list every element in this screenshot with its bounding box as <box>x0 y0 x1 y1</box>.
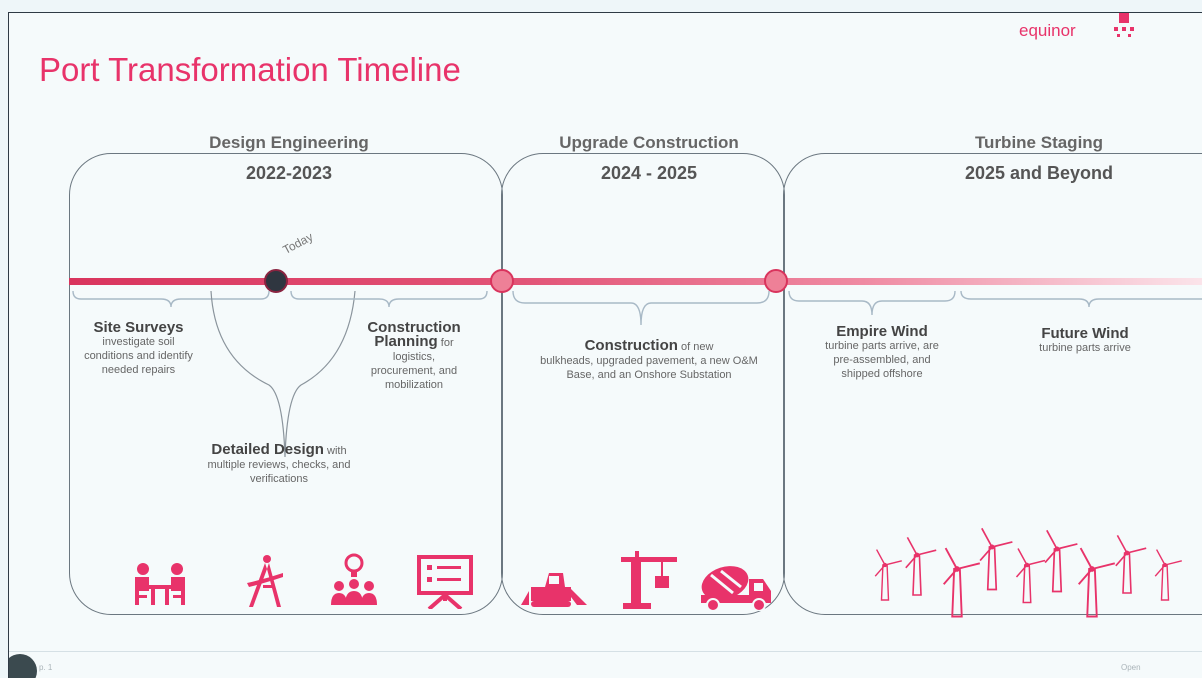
construction-planning-bracket <box>290 290 488 308</box>
equinor-logo-text: equinor <box>1019 21 1076 40</box>
footer-page-number: p. 1 <box>39 663 53 672</box>
slide: equinor Port Transformation Timeline Des… <box>8 12 1202 678</box>
detailed-design-bracket <box>210 290 356 458</box>
task-construction-planning-text: logistics, procurement, and mobilization <box>370 351 458 391</box>
team-idea-icon <box>331 553 377 605</box>
today-marker <box>264 269 288 293</box>
drafting-compass-icon <box>247 555 283 607</box>
task-site-surveys-title: Site Surveys <box>93 319 184 336</box>
bulldozer-icon <box>521 573 587 607</box>
phase-years-turbine-staging: 2025 and Beyond <box>964 163 1114 183</box>
task-future-wind-text: turbine parts arrive <box>1039 342 1131 354</box>
task-construction: Construction of new bulkheads, upgraded … <box>529 337 769 382</box>
phase-title-design-engineering: Design Engineering <box>209 133 369 152</box>
timeline-bar <box>69 278 1202 285</box>
task-construction-planning-title-1: Construction <box>367 319 461 336</box>
construction-bracket <box>512 290 770 326</box>
task-future-wind-title: Future Wind <box>1041 325 1129 342</box>
task-detailed-design-title: Detailed Design <box>211 441 324 458</box>
tower-crane-icon <box>621 551 677 609</box>
meeting-icon <box>135 563 185 605</box>
task-construction-planning-title-2: Planning <box>374 333 438 350</box>
milestone-marker-2025 <box>764 269 788 293</box>
task-site-surveys: Site Surveys investigate soil conditions… <box>81 319 196 377</box>
wind-turbine-icon <box>874 527 1183 618</box>
future-wind-bracket <box>960 290 1202 308</box>
task-construction-planning: Construction Planning for logistics, pro… <box>339 319 489 392</box>
task-construction-text: bulkheads, upgraded pavement, a new O&M … <box>540 355 758 381</box>
task-empire-wind-title: Empire Wind <box>836 323 928 340</box>
task-construction-of-new: of new <box>680 341 714 353</box>
task-construction-planning-for: for <box>440 337 454 349</box>
task-site-surveys-text: investigate soil conditions and identify… <box>84 336 193 376</box>
presentation-board-icon <box>417 555 473 609</box>
phase-years-upgrade-construction: 2024 - 2025 <box>600 163 698 183</box>
phase-turbine-staging-box <box>783 153 1202 615</box>
task-detailed-design-text: multiple reviews, checks, and verificati… <box>207 459 351 485</box>
cement-truck-icon <box>701 566 771 611</box>
task-empire-wind: Empire Wind turbine parts arrive, are pr… <box>807 323 957 381</box>
task-construction-title: Construction <box>584 337 678 354</box>
empire-wind-bracket <box>788 290 956 316</box>
page-title: Port Transformation Timeline <box>39 51 461 88</box>
phase-years-design-engineering: 2022-2023 <box>245 163 333 183</box>
phase-title-turbine-staging: Turbine Staging <box>974 133 1104 152</box>
task-empire-wind-text: turbine parts arrive, are pre-assembled,… <box>825 340 939 380</box>
footer-classification: Open <box>1121 663 1141 672</box>
task-detailed-design-with: with <box>327 445 347 457</box>
phase-upgrade-construction-box <box>501 153 785 615</box>
footer-badge <box>9 654 37 678</box>
phase-design-engineering-box <box>69 153 503 615</box>
site-surveys-bracket <box>72 290 270 308</box>
equinor-logo-icon <box>1114 13 1134 37</box>
milestone-marker-2024 <box>490 269 514 293</box>
phase-title-upgrade-construction: Upgrade Construction <box>559 133 739 152</box>
task-future-wind: Future Wind turbine parts arrive <box>1005 325 1165 355</box>
footer-divider <box>9 651 1202 652</box>
task-detailed-design: Detailed Design with multiple reviews, c… <box>179 441 379 486</box>
